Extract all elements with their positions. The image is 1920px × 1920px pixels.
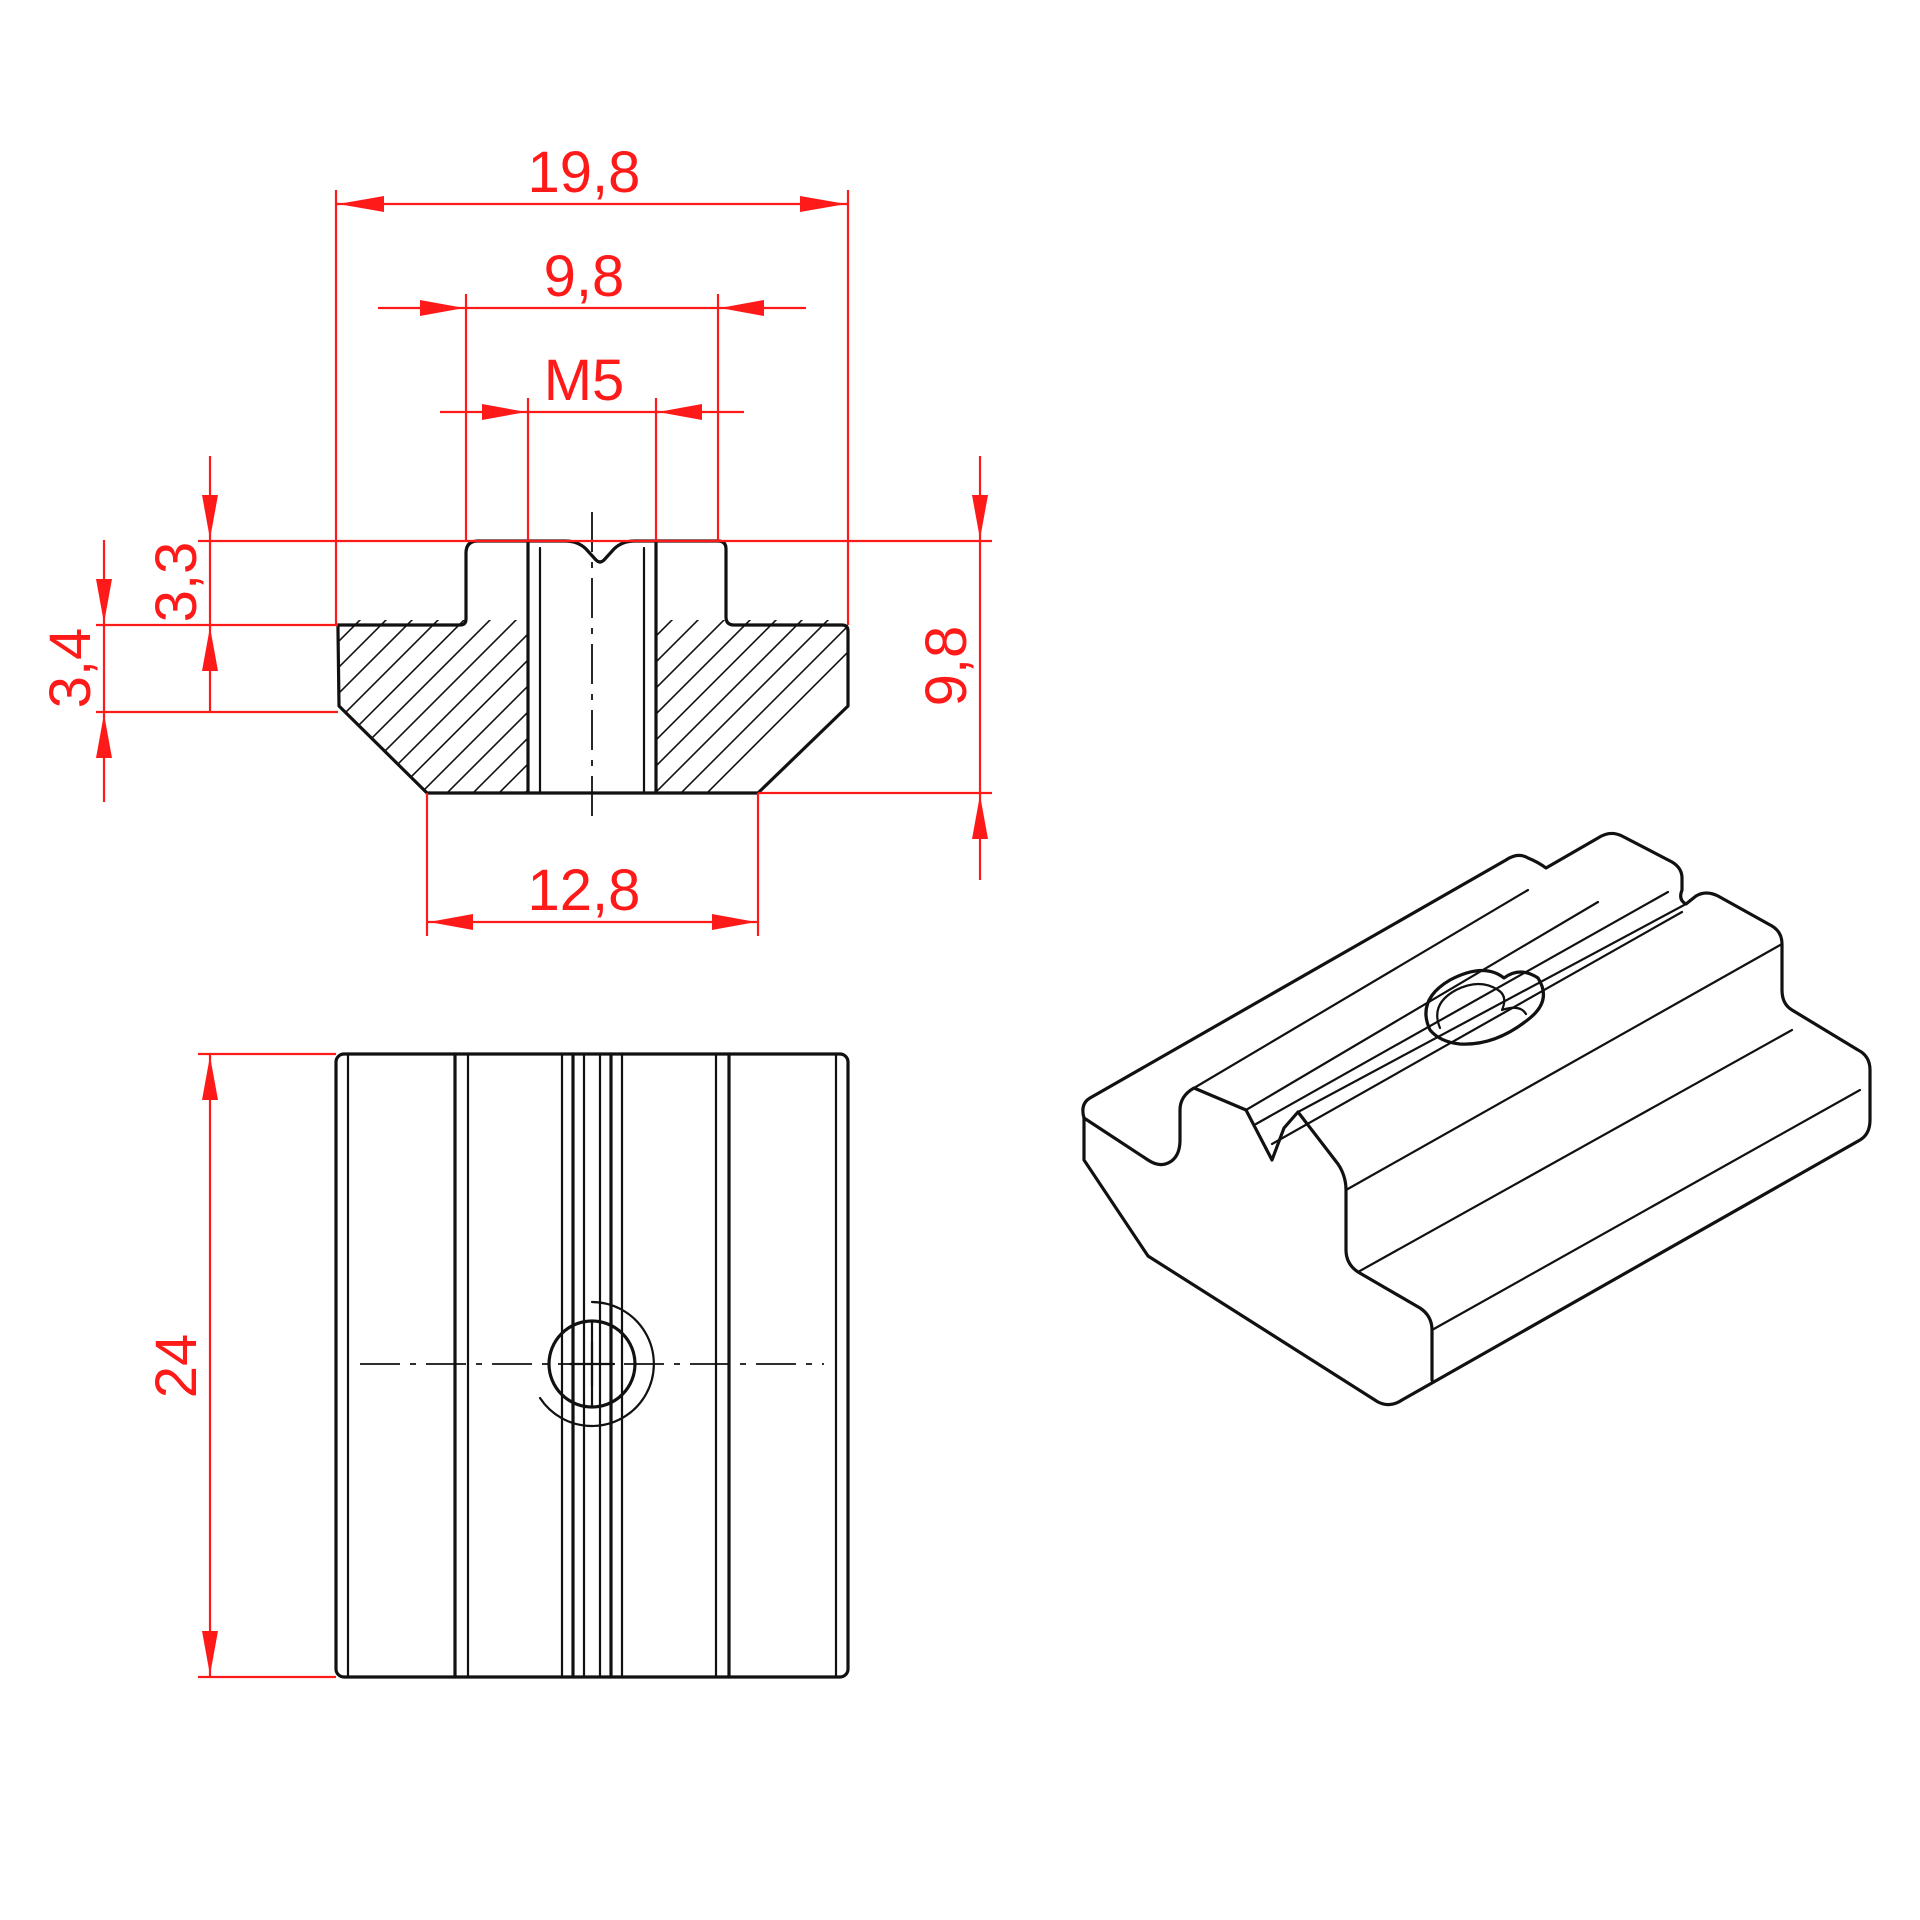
hatch-line [338,620,528,792]
isometric-view [1081,831,1872,1407]
section-outline [336,539,850,795]
iso-top-edge-4 [1344,942,1784,1192]
arrow-thread-right [658,404,702,420]
hatch-line [338,620,528,792]
dim-thread-label: M5 [544,348,625,413]
iso-hole [1424,968,1546,1046]
dim-length-label: 24 [144,1334,209,1399]
iso-outline [1081,831,1872,1407]
iso-top-edge-6 [1430,1088,1862,1332]
hatch-line [393,620,528,792]
hatch-line [656,620,848,792]
dim-bottom-width-label: 12,8 [528,858,641,923]
arrow-total-bottom [972,795,988,839]
hatch-line [656,620,848,792]
thread-hole-outer [538,1300,655,1428]
arrow-length-top [202,1056,218,1100]
iso-groove-1 [1254,890,1670,1126]
dim-neck-width-label: 9,8 [544,244,625,309]
iso-top-edge-2 [1244,900,1600,1112]
iso-groove-2 [1270,910,1684,1146]
hatch-line [419,620,528,792]
hatch-line [679,620,848,792]
iso-hole-inner [1436,982,1528,1030]
iso-top-edge-3 [1296,902,1688,1114]
hatch-line [445,620,528,792]
iso-top-edge-5 [1356,1028,1794,1274]
thread-hole-inner [547,1319,637,1409]
hatch-line [338,620,513,792]
arrow-overall-left [338,196,384,212]
section-view [336,512,850,822]
hatch-line [367,620,528,792]
iso-front-face [1082,1086,1434,1382]
hatch-line [656,620,825,792]
top-view-outline [334,1052,850,1679]
dim-overall-width-label: 19,8 [528,140,641,205]
arrow-length-bottom [202,1631,218,1675]
top-view [334,1052,850,1679]
arrow-thread-left [482,404,526,420]
arrow-flange-bottom [96,714,112,758]
arrow-neck-left [420,300,464,316]
hatch-line [656,620,848,792]
arrow-overall-right [800,196,846,212]
dim-total-height-label: 9,8 [914,626,979,707]
arrow-flange-top [96,579,112,623]
iso-top-edge-1 [1192,888,1530,1090]
arrow-neck-h-top [202,495,218,539]
arrow-total-top [972,495,988,539]
dim-flange-height-label: 3,4 [38,628,103,709]
hatch-line [471,620,528,792]
dimensions: 19,8 9,8 M5 3,3 3,4 9,8 12,8 24 [38,140,992,1679]
arrow-neck-right [720,300,764,316]
arrow-bottom-right [712,914,756,930]
arrow-neck-h-bottom [202,627,218,671]
hatch-line [656,620,848,792]
arrow-bottom-left [429,914,473,930]
hatch-line [656,620,848,792]
dim-neck-height-label: 3,3 [144,542,209,623]
